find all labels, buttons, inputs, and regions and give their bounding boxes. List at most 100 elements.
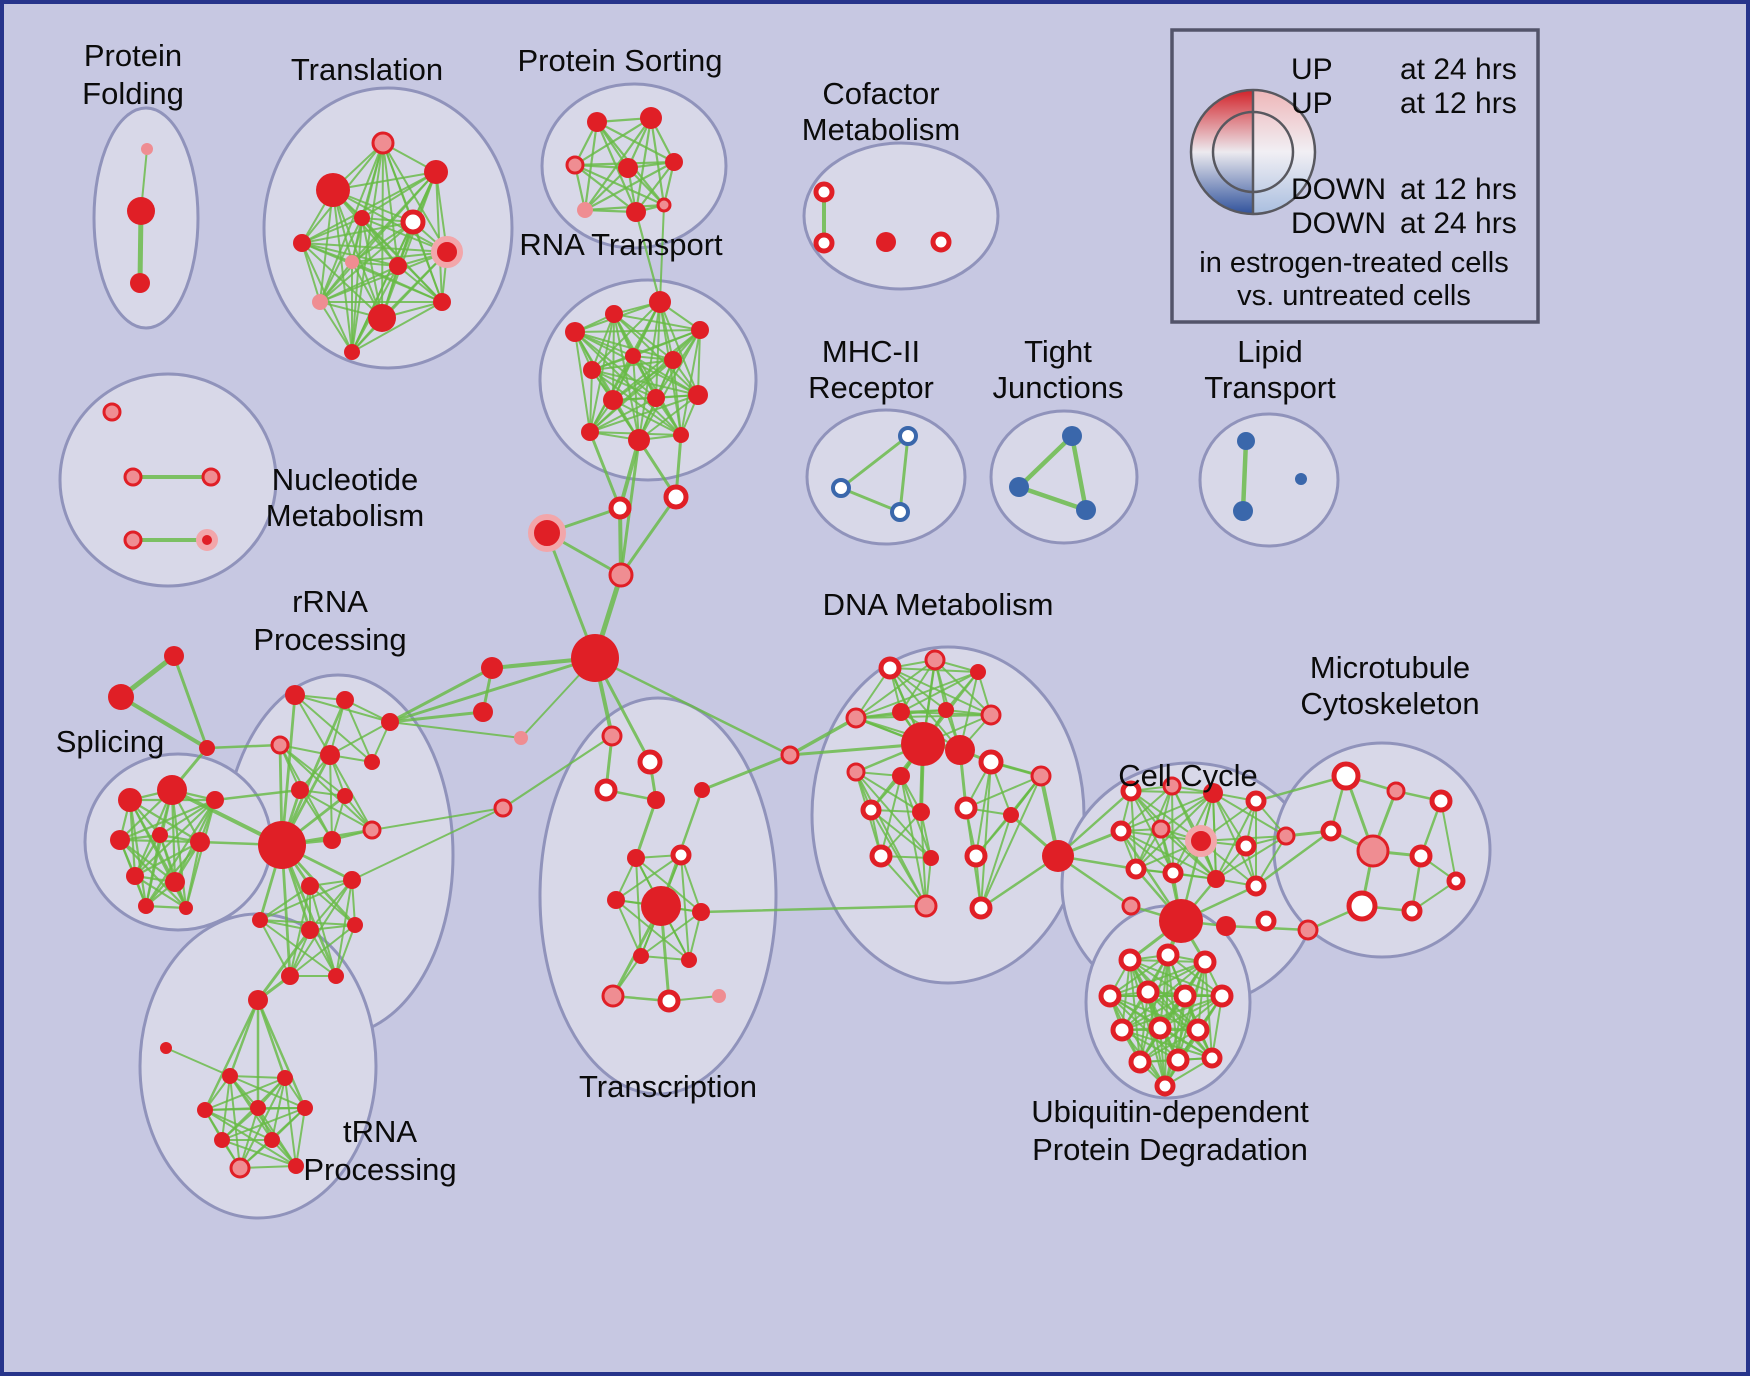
node-tr13 [344,344,360,360]
edge-ub5-ub11 [1139,991,1149,1063]
edge-tr3-tr5 [361,171,437,219]
legend-down24-time: at 24 hrs [1400,207,1517,240]
edge-cc2-cc5 [1120,785,1173,832]
node-mt7 [1346,890,1378,922]
node-tx5 [694,782,710,798]
cluster-mhc-ii-receptor [805,408,967,546]
node-ub9 [1148,1016,1172,1040]
edge-dm10-dm19 [855,771,932,859]
edge-ub7-ub8 [1121,995,1223,1031]
cluster-label-nucleotide-metabolism: Nucleotide [272,462,418,497]
edge-ps6-ps8 [583,203,666,212]
node-dm15 [912,803,930,821]
edge-rr14-rr17 [259,919,291,977]
node-tx7 [670,844,692,866]
node-cc6 [1151,819,1171,839]
node-tn7 [297,1100,313,1116]
edge-dm10-dm15 [855,771,922,813]
node-ps3 [565,155,585,175]
edge-tx6-tx11 [635,857,642,957]
node-ub7 [1210,984,1234,1008]
edge-mt3-mt9 [1440,800,1457,882]
edge-tr3-tr12 [435,171,443,303]
cluster-label-nucleotide-metabolism: Metabolism [266,498,425,533]
node-tr10 [312,294,328,310]
edge-ps5-ps7 [634,160,676,214]
legend-up24-time: at 24 hrs [1400,53,1517,86]
node-dm13 [1030,765,1052,787]
edge-sp6-sp7 [133,840,202,878]
edge-ab2-ab3 [119,695,209,750]
node-rt9 [647,389,665,407]
node-cm2 [813,232,835,254]
cluster-label-transcription: Transcription [579,1069,757,1104]
cluster-label-protein-folding: Folding [82,76,184,111]
node-rr6 [364,754,380,770]
node-nm5 [196,529,218,551]
node-nm1 [102,402,122,422]
edge-tx7-tx12 [680,854,690,961]
cluster-label-rrna-processing: rRNA [292,584,368,619]
node-tn6 [250,1100,266,1116]
cluster-label-ubiquitin-protein-degradation: Protein Degradation [1032,1132,1308,1167]
node-lt2 [1233,501,1253,521]
cluster-label-cofactor-metabolism: Cofactor [822,76,939,111]
node-cn4 [493,798,513,818]
cluster-dna-metabolism [810,645,1086,985]
edge-cn2-rr3 [388,710,485,724]
node-rr15 [301,921,319,939]
node-tx3 [594,778,618,802]
node-dm7 [980,704,1002,726]
node-tj1 [1062,426,1082,446]
node-tx6 [627,849,645,867]
node-rr10 [323,831,341,849]
edge-rt5-rt7 [591,359,674,371]
legend-up24-word: UP [1291,53,1333,86]
node-tr12 [433,293,451,311]
edge-rr16-rr18 [335,924,356,977]
edge-lt1-lt2 [1240,438,1249,514]
edge-mh1-mh3 [898,434,910,514]
edge-tn2-tn3 [165,1047,231,1077]
cluster-label-trna-processing: Processing [303,1152,456,1187]
node-dm20 [964,844,988,868]
node-tr2 [371,131,395,155]
node-hb4 [608,562,634,588]
node-tn10 [229,1157,251,1179]
node-dm2 [924,649,946,671]
edge-ub2-ub4 [1109,954,1169,997]
edge-mh1-mh2 [839,434,910,490]
cluster-label-lipid-transport: Transport [1204,370,1336,405]
edge-cc3-cc5 [1120,792,1214,832]
node-mh3 [890,502,910,522]
node-cc13 [1245,875,1267,897]
edge-cc9-cc12 [1215,835,1287,880]
node-tx11 [633,948,649,964]
node-rt12 [628,429,650,451]
node-sp2 [157,775,187,805]
edge-rr2-rr6 [344,699,373,763]
node-ab2 [108,684,134,710]
node-ps5 [665,153,683,171]
edge-rr13-rr18 [335,879,353,977]
edge-rr4-rr11 [279,744,373,831]
edge-tr1-tr11 [332,189,383,319]
node-tx14 [657,989,681,1013]
cluster-label-tight-junctions: Tight [1024,334,1092,369]
cluster-label-cell-cycle: Cell Cycle [1118,758,1258,793]
edge-tn8-tn11 [221,1139,297,1167]
edge-tr4-tr8 [301,242,399,267]
node-rr8 [337,788,353,804]
node-rr16 [347,917,363,933]
node-rr17 [281,967,299,985]
node-tn3 [222,1068,238,1084]
node-rt8 [603,390,623,410]
node-tx10 [692,903,710,921]
edge-dm12-dm22 [980,761,992,909]
edge-rt2-rt10 [613,313,699,396]
edge-tn3-tn4 [229,1075,286,1079]
edge-cc3-cc6 [1160,792,1214,830]
edge-sp3-sp5 [158,798,217,837]
node-tx15 [712,989,726,1003]
node-pf2 [127,197,155,225]
